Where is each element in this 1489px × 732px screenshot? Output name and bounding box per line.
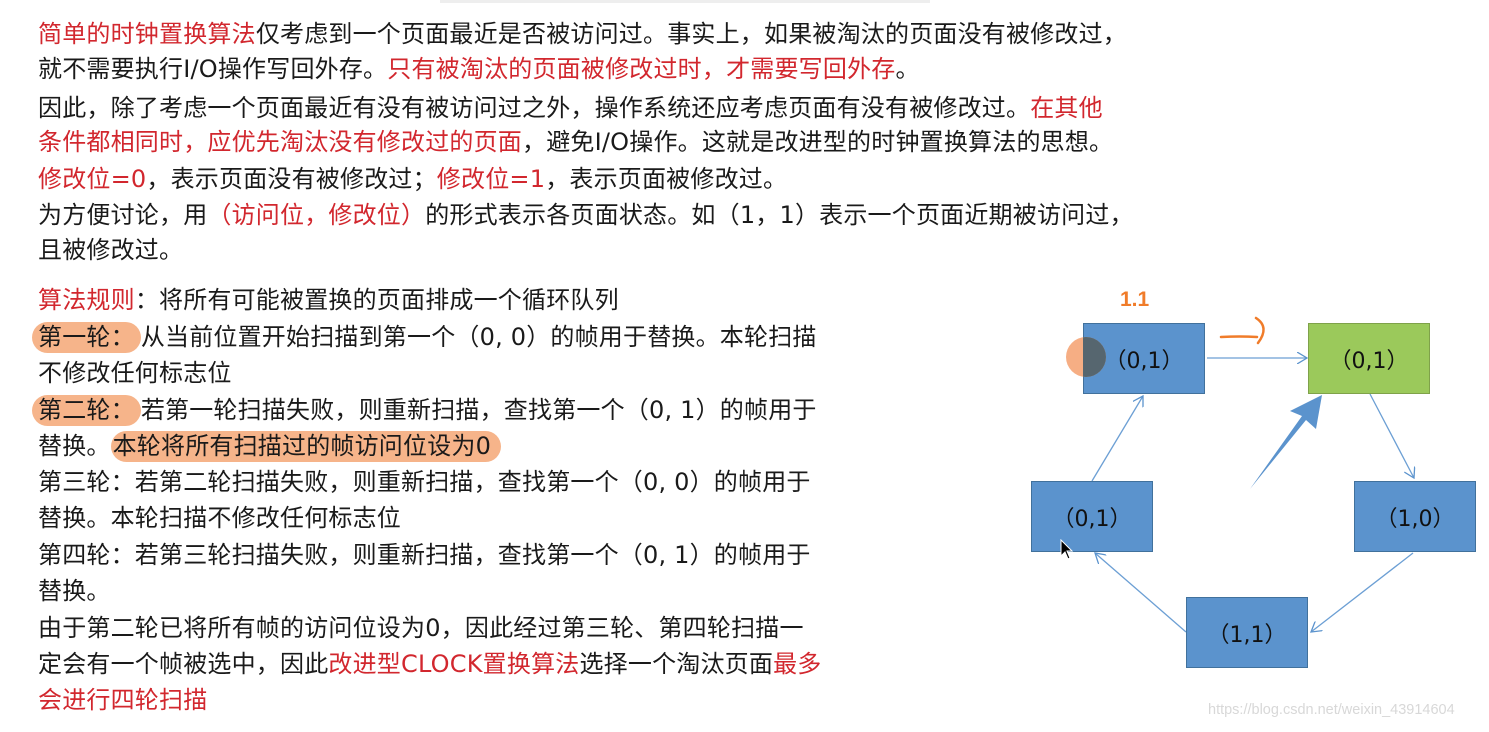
round2-reset-highlight: 本轮将所有扫描过的帧访问位设为0: [110, 431, 502, 462]
p4-line2: 且被修改过。: [38, 232, 183, 268]
text: 第三轮：若第二轮扫描失败，则重新扫描，查找第一个（0, 0）的帧用于: [38, 468, 811, 496]
node-label: （1,1）: [1207, 622, 1287, 648]
p2-line2: 条件都相同时，应优先淘汰没有修改过的页面，避免I/O操作。这就是改进型的时钟置换…: [38, 124, 1113, 160]
text: 定会有一个帧被选中，因此: [38, 650, 329, 678]
conclusion-line1: 由于第二轮已将所有帧的访问位设为0，因此经过第三轮、第四轮扫描一: [38, 610, 804, 646]
orange-arrow-head: [1254, 316, 1265, 345]
emphasis-four-rounds: 会进行四轮扫描: [38, 686, 208, 714]
text: 由于第二轮已将所有帧的访问位设为0，因此经过第三轮、第四轮扫描一: [38, 614, 804, 642]
conclusion-line3: 会进行四轮扫描: [38, 682, 207, 718]
text: ，避免I/O操作。这就是改进型的时钟置换算法的思想。: [522, 128, 1114, 156]
rules-title: 算法规则: [38, 286, 135, 314]
round4-line1: 第四轮：若第三轮扫描失败，则重新扫描，查找第一个（0, 1）的帧用于: [38, 537, 811, 573]
emphasis-writeback: 只有被淘汰的页面被修改过时，才需要写回外存: [387, 55, 896, 83]
p3-line: 修改位=0，表示页面没有被修改过；修改位=1，表示页面被修改过。: [38, 161, 787, 197]
mouse-cursor-icon: [1060, 539, 1074, 560]
emphasis-priority: 条件都相同时，应优先淘汰没有修改过的页面: [38, 128, 522, 156]
term-improved-clock: 改进型CLOCK置换算法: [328, 650, 580, 678]
text: 替换。: [38, 577, 111, 605]
round2-line2: 替换。本轮将所有扫描过的帧访问位设为0: [38, 428, 502, 464]
text: 且被修改过。: [38, 236, 184, 264]
text: 。: [895, 55, 920, 83]
arrow-tr-to-right: [1369, 393, 1414, 478]
text: 选择一个淘汰页面: [579, 650, 774, 678]
round1-line2: 不修改任何标志位: [38, 355, 232, 391]
text: 仅考虑到一个页面最近是否被访问过。事实上，如果被淘汰的页面没有被修改过，: [255, 20, 1128, 48]
node-label: （0,1）: [1052, 506, 1132, 532]
arrow-right-to-bottom: [1311, 552, 1414, 632]
p2-line1: 因此，除了考虑一个页面最近有没有被访问过之外，操作系统还应考虑页面有没有被修改过…: [38, 90, 1103, 126]
text: 因此，除了考虑一个页面最近有没有被访问过之外，操作系统还应考虑页面有没有被修改过…: [38, 94, 1031, 122]
text: ，表示页面没有被修改过；: [146, 165, 437, 193]
round2-label-highlight: 第二轮：: [32, 395, 141, 426]
round4-line2: 替换。: [38, 573, 111, 609]
text: ：将所有可能被置换的页面排成一个循环队列: [134, 286, 619, 314]
term-simple-clock: 简单的时钟置换算法: [38, 20, 256, 48]
node-label: （1,0）: [1375, 506, 1455, 532]
emphasis: 最多: [773, 650, 822, 678]
p1-line1: 简单的时钟置换算法仅考虑到一个页面最近是否被访问过。事实上，如果被淘汰的页面没有…: [38, 16, 1127, 52]
text: 第四轮：若第三轮扫描失败，则重新扫描，查找第一个（0, 1）的帧用于: [38, 541, 811, 569]
text: 不修改任何标志位: [38, 359, 232, 387]
round2-line1: 第二轮：若第一轮扫描失败，则重新扫描，查找第一个（0, 1）的帧用于: [32, 392, 817, 428]
emphasis: 在其他: [1030, 94, 1103, 122]
rules-header: 算法规则：将所有可能被置换的页面排成一个循环队列: [38, 282, 619, 318]
node-right: （1,0）: [1354, 481, 1476, 552]
state-format: （访问位，修改位）: [207, 201, 426, 229]
text: 的形式表示各页面状态。如（1，1）表示一个页面近期被访问过，: [425, 201, 1134, 229]
p4-line1: 为方便讨论，用（访问位，修改位）的形式表示各页面状态。如（1，1）表示一个页面近…: [38, 197, 1134, 233]
node-label: （0,1）: [1104, 348, 1184, 374]
round3-line1: 第三轮：若第二轮扫描失败，则重新扫描，查找第一个（0, 0）的帧用于: [38, 464, 811, 500]
arrow-left-to-tl: [1091, 396, 1143, 482]
bold-pointer-arrow: [1250, 395, 1322, 489]
round3-line2: 替换。本轮扫描不修改任何标志位: [38, 500, 401, 536]
round1-label-highlight: 第一轮：: [32, 322, 141, 353]
watermark: https://blog.csdn.net/weixin_43914604: [1208, 702, 1455, 718]
text: 替换。本轮扫描不修改任何标志位: [38, 504, 401, 532]
node-left: （0,1）: [1031, 481, 1153, 552]
text: 从当前位置开始扫描到第一个（0, 0）的帧用于替换。本轮扫描: [140, 323, 817, 351]
round1-line1: 第一轮：从当前位置开始扫描到第一个（0, 0）的帧用于替换。本轮扫描: [32, 319, 817, 355]
node-top-right-selected: （0,1）: [1308, 323, 1430, 394]
arrow-bottom-to-left: [1095, 553, 1187, 633]
text: 就不需要执行I/O操作写回外存。: [38, 55, 388, 83]
top-edge-bar: [440, 0, 930, 3]
text: 若第一轮扫描失败，则重新扫描，查找第一个（0, 1）的帧用于: [140, 396, 817, 424]
p1-line2: 就不需要执行I/O操作写回外存。只有被淘汰的页面被修改过时，才需要写回外存。: [38, 51, 920, 87]
orange-arrow-stroke: [1219, 335, 1259, 339]
modify-bit-1: 修改位=1: [436, 165, 546, 193]
text: 为方便讨论，用: [38, 201, 208, 229]
annotation-label: 1.1: [1120, 288, 1150, 311]
text: ，表示页面被修改过。: [545, 165, 788, 193]
modify-bit-0: 修改位=0: [38, 165, 147, 193]
pointer-dot: [1066, 337, 1106, 377]
node-bottom: （1,1）: [1186, 597, 1308, 668]
text: 替换。: [38, 432, 111, 460]
conclusion-line2: 定会有一个帧被选中，因此改进型CLOCK置换算法选择一个淘汰页面最多: [38, 646, 821, 682]
node-label: （0,1）: [1329, 348, 1409, 374]
